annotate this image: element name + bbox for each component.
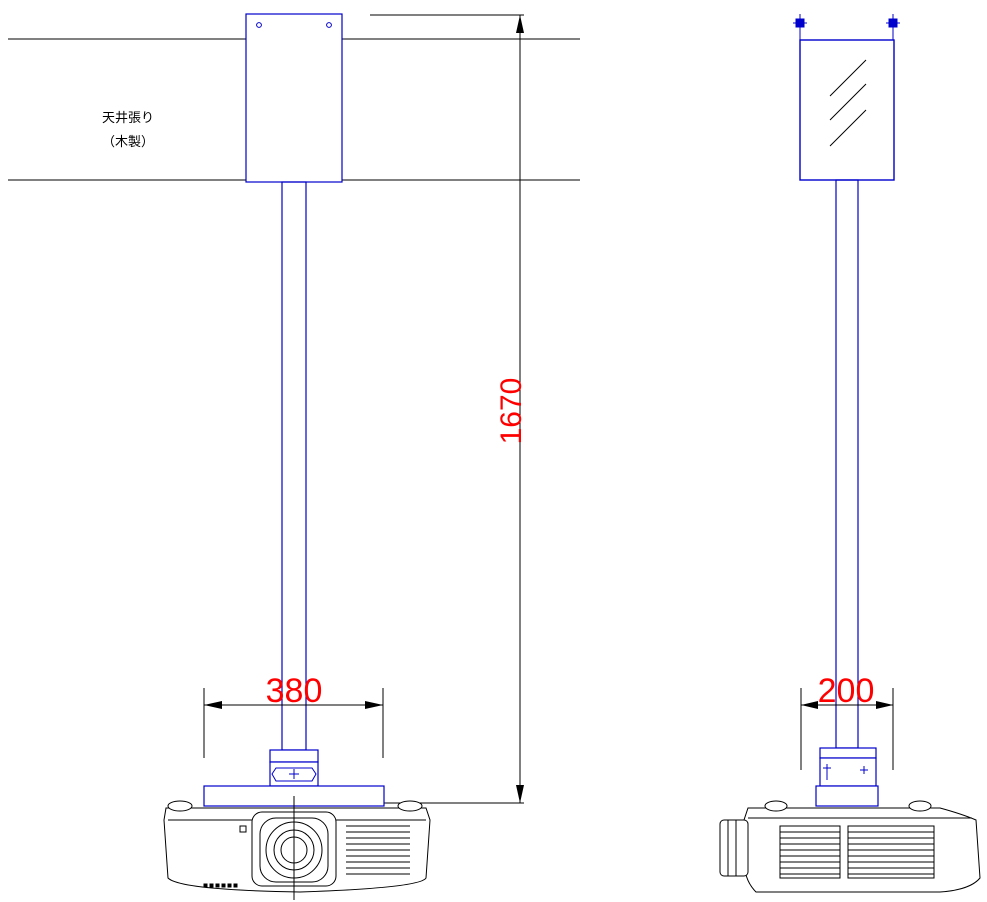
screw-left-icon	[793, 14, 807, 40]
lens-barrel	[719, 819, 749, 877]
glass-hatch-3	[829, 109, 867, 147]
indicator-light	[239, 825, 247, 833]
ceiling-label-line2: （木製）	[102, 135, 154, 150]
projector-side-vent	[779, 825, 935, 879]
front-width-arrow-left	[204, 701, 222, 709]
screw-right-icon	[886, 14, 900, 40]
side-view: 200	[719, 14, 981, 893]
side-foot-left	[764, 800, 788, 812]
ceiling-plate	[245, 13, 343, 183]
projector-foot-left	[167, 800, 193, 812]
front-width-arrow-right	[365, 701, 383, 709]
projector-front	[163, 800, 431, 893]
extension-pole	[281, 181, 307, 751]
side-mount-plate	[815, 785, 879, 807]
mount-bracket-detail	[271, 767, 317, 782]
height-arrow-top	[516, 15, 524, 33]
projector-foot-right	[397, 800, 423, 812]
glass-hatch-2	[829, 83, 867, 121]
side-pole-clamp	[819, 747, 877, 759]
height-arrow-bottom	[516, 785, 524, 803]
side-width-label: 200	[818, 672, 875, 710]
plate-hole-left	[256, 22, 262, 28]
side-mount-bracket	[819, 757, 877, 787]
front-view: 天井張り （木製） 1670 380	[8, 13, 580, 900]
projector-side	[719, 800, 981, 893]
side-foot-right	[908, 800, 932, 812]
front-width-label: 380	[266, 672, 323, 710]
projector-front-vent	[346, 825, 410, 875]
side-extension-pole	[835, 179, 859, 749]
glass-hatch-1	[829, 59, 867, 97]
ceiling-label-line1: 天井張り	[102, 111, 154, 126]
side-width-arrow-left	[801, 701, 818, 709]
height-dimension-label: 1670	[495, 378, 528, 445]
plate-hole-right	[326, 22, 332, 28]
side-width-arrow-right	[876, 701, 893, 709]
side-ceiling-plate	[799, 39, 895, 181]
status-dots	[203, 883, 238, 888]
pole-clamp	[269, 749, 319, 763]
